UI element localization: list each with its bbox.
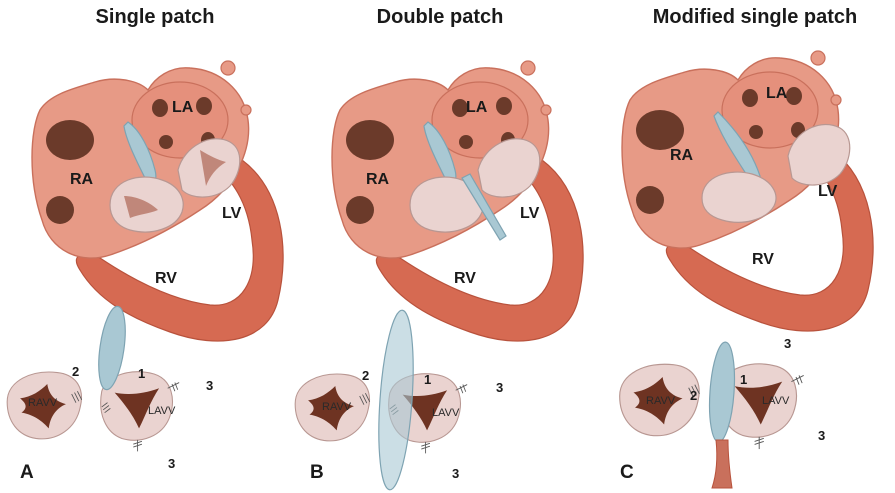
suture-2-label: 2 <box>72 364 79 379</box>
patch-icon <box>374 309 418 491</box>
valve-left-label: LAVV <box>762 395 790 407</box>
panel-c-valves: RAVV LAVV 1 2 3 3 <box>620 336 826 488</box>
suture-3-label: 3 <box>784 336 791 351</box>
valve-left-label: LAVV <box>432 407 460 419</box>
chamber-lv-label: LV <box>818 183 838 200</box>
suture-3-label: 3 <box>496 380 503 395</box>
suture-1-label: 1 <box>138 366 145 381</box>
panel-a-heart: LA RA LV RV <box>32 61 283 341</box>
chamber-ra-label: RA <box>366 171 390 188</box>
suture-3-label: 3 <box>206 378 213 393</box>
panel-b-valves: RAVV LAVV 1 2 3 3 <box>295 309 503 491</box>
suture-3b-label: 3 <box>818 428 825 443</box>
chamber-rv-label: RV <box>155 270 177 287</box>
chamber-lv-label: LV <box>222 205 242 222</box>
valve-right-label: RAVV <box>28 397 58 409</box>
chamber-la-label: LA <box>466 99 488 116</box>
valve-left-label: LAVV <box>148 405 176 417</box>
valve-right-label: RAVV <box>646 395 676 407</box>
chamber-ra-label: RA <box>70 171 94 188</box>
suture-1-label: 1 <box>740 372 747 387</box>
panel-c-heart: LA RA LV RV <box>622 51 873 331</box>
suture-2-label: 2 <box>362 368 369 383</box>
chamber-ra-label: RA <box>670 147 694 164</box>
suture-1-label: 1 <box>424 372 431 387</box>
suture-3b-label: 3 <box>452 466 459 481</box>
chamber-rv-label: RV <box>454 270 476 287</box>
valve-right-label: RAVV <box>322 401 352 413</box>
suture-2-label: 2 <box>690 388 697 403</box>
chamber-la-label: LA <box>766 85 788 102</box>
chamber-rv-label: RV <box>752 251 774 268</box>
panel-b-heart: LA RA LV RV <box>332 61 583 341</box>
suture-3b-label: 3 <box>168 456 175 471</box>
chamber-la-label: LA <box>172 99 194 116</box>
chamber-lv-label: LV <box>520 205 540 222</box>
